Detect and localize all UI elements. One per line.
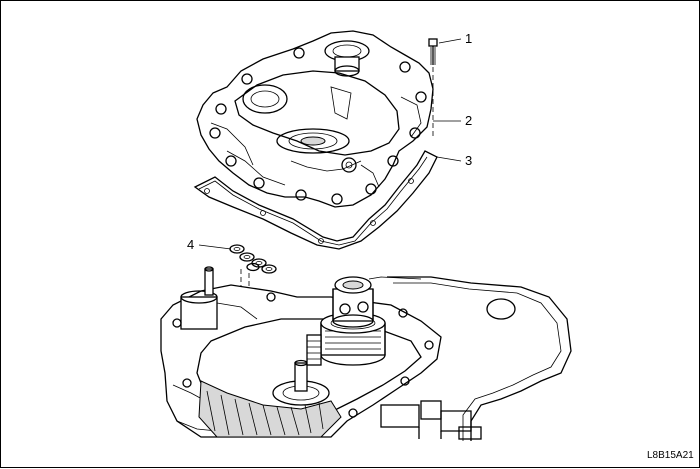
- callout-4: 4: [187, 237, 194, 252]
- callout-2: 2: [465, 113, 472, 128]
- clutch-drum-assembly: [306, 276, 422, 366]
- image-code: L8B15A21: [647, 450, 694, 461]
- cover-bolt: [428, 38, 438, 139]
- case-cover: [196, 30, 434, 208]
- callout-3: 3: [465, 153, 472, 168]
- leader-lines: [198, 38, 462, 250]
- cover-gasket: [193, 150, 438, 250]
- callout-1: 1: [465, 31, 472, 46]
